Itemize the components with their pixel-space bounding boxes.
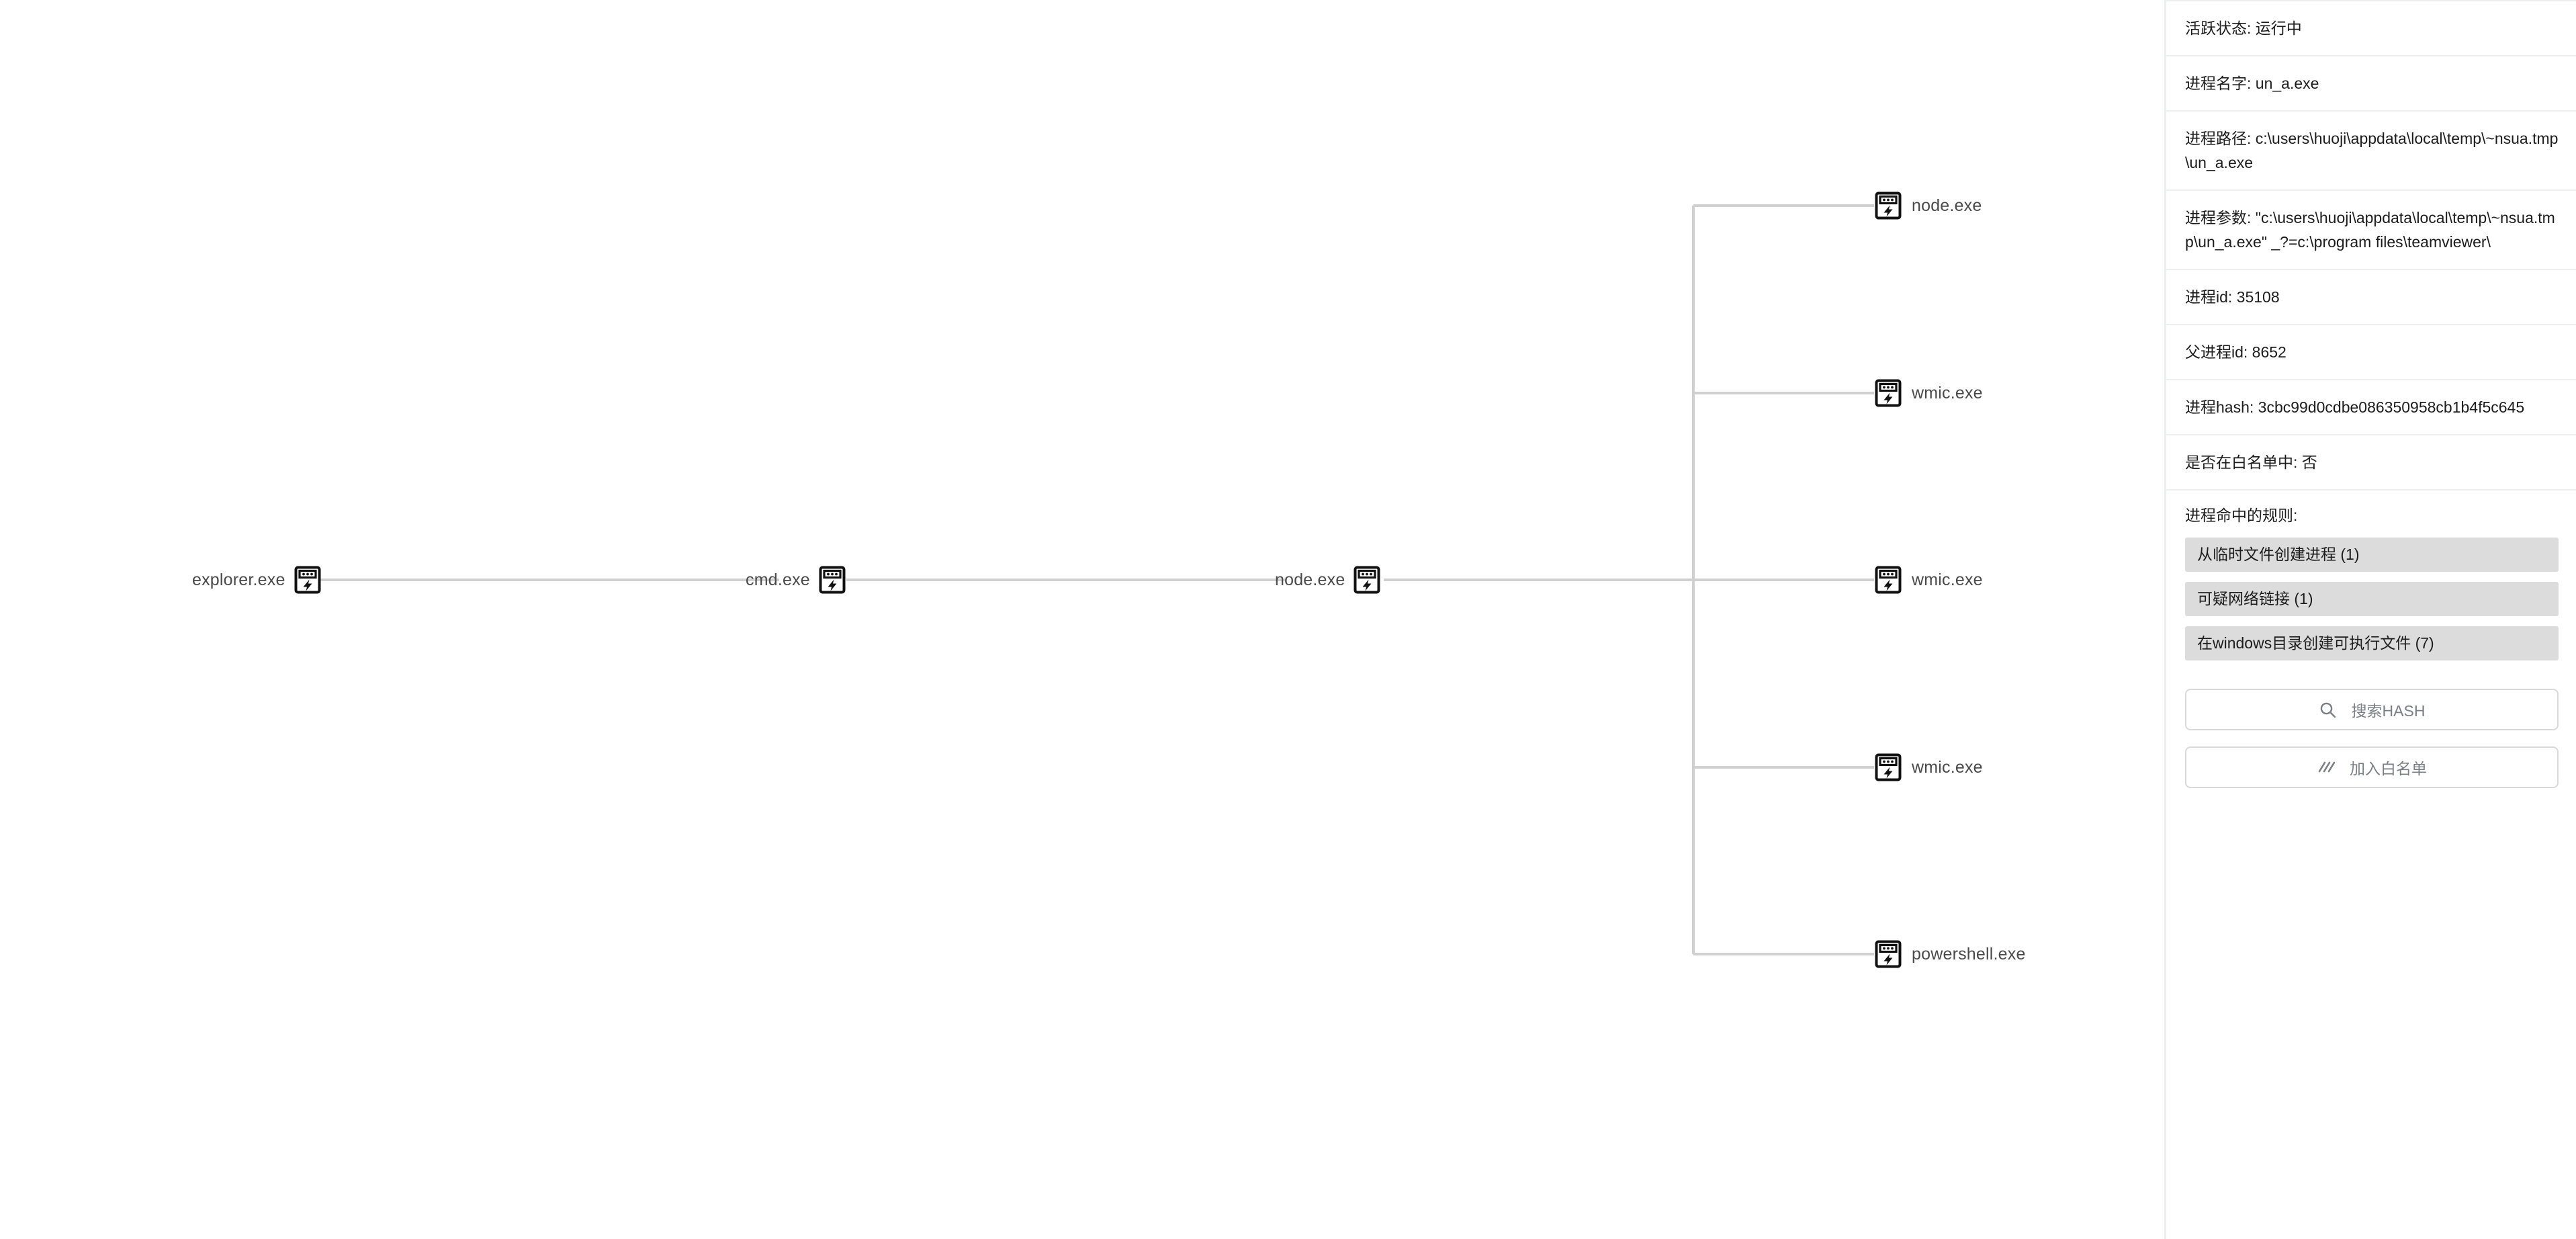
process-node-child-0[interactable]: node.exe xyxy=(1874,191,1982,220)
process-node-label: node.exe xyxy=(1912,196,1982,215)
detail-row-process-path: 进程路径: c:\users\huoji\appdata\local\temp\… xyxy=(2166,112,2576,191)
search-icon xyxy=(2319,701,2337,719)
app-window-lightning-icon xyxy=(1353,566,1381,594)
detail-row-process-args: 进程参数: "c:\users\huoji\appdata\local\temp… xyxy=(2166,191,2576,270)
process-node-explorer[interactable]: explorer.exe xyxy=(192,566,322,594)
app-window-lightning-icon xyxy=(818,566,846,594)
detail-row-process-name: 进程名字: un_a.exe xyxy=(2166,56,2576,112)
process-tree-canvas: explorer.exe cmd.exe xyxy=(192,191,2026,968)
detail-row-active-status: 活跃状态: 运行中 xyxy=(2166,0,2576,56)
process-node-label: powershell.exe xyxy=(1912,944,2026,964)
detail-row-text: 活跃状态: 运行中 xyxy=(2185,19,2302,37)
detail-row-text: 父进程id: 8652 xyxy=(2185,343,2286,361)
detail-row-process-hash: 进程hash: 3cbc99d0cdbe086350958cb1b4f5c645 xyxy=(2166,380,2576,435)
process-node-child-3[interactable]: wmic.exe xyxy=(1874,753,1983,781)
app-window-lightning-icon xyxy=(1874,191,1902,220)
app-window-lightning-icon xyxy=(294,566,322,594)
process-node-child-2[interactable]: wmic.exe xyxy=(1874,566,1983,594)
tree-connector-lines xyxy=(317,204,1874,955)
process-detail-panel: 活跃状态: 运行中 进程名字: un_a.exe 进程路径: c:\users\… xyxy=(2164,0,2576,1239)
process-node-label: node.exe xyxy=(1275,570,1345,589)
process-node-child-4[interactable]: powershell.exe xyxy=(1874,940,2026,968)
detail-row-text: 进程参数: "c:\users\huoji\appdata\local\temp… xyxy=(2185,209,2555,251)
process-node-label: cmd.exe xyxy=(746,570,810,589)
rule-tag-suspicious-network[interactable]: 可疑网络链接 (1) xyxy=(2185,582,2559,616)
search-hash-button[interactable]: 搜索HASH xyxy=(2185,689,2559,730)
process-node-cmd[interactable]: cmd.exe xyxy=(746,566,846,594)
process-node-child-1[interactable]: wmic.exe xyxy=(1874,379,1983,407)
detail-row-text: 是否在白名单中: 否 xyxy=(2185,454,2317,471)
panel-actions: 搜索HASH 加入白名单 xyxy=(2166,678,2576,788)
app-window-lightning-icon xyxy=(1874,379,1902,407)
app-window-lightning-icon xyxy=(1874,753,1902,781)
detail-row-matched-rules: 进程命中的规则: 从临时文件创建进程 (1) 可疑网络链接 (1) 在windo… xyxy=(2166,490,2576,678)
process-node-label: wmic.exe xyxy=(1912,383,1983,402)
detail-row-parent-process-id: 父进程id: 8652 xyxy=(2166,325,2576,380)
process-node-label: wmic.exe xyxy=(1912,570,1983,589)
add-to-whitelist-button[interactable]: 加入白名单 xyxy=(2185,746,2559,788)
rule-tag-temp-file-process[interactable]: 从临时文件创建进程 (1) xyxy=(2185,538,2559,572)
detail-row-text: 进程名字: un_a.exe xyxy=(2185,75,2319,92)
detail-row-process-id: 进程id: 35108 xyxy=(2166,270,2576,325)
search-hash-button-label: 搜索HASH xyxy=(2351,702,2426,720)
app-window-lightning-icon xyxy=(1874,566,1902,594)
app-window-lightning-icon xyxy=(1874,940,1902,968)
process-node-node-parent[interactable]: node.exe xyxy=(1275,566,1381,594)
rule-tag-windows-dir-executable[interactable]: 在windows目录创建可执行文件 (7) xyxy=(2185,626,2559,660)
detail-row-text: 进程路径: c:\users\huoji\appdata\local\temp\… xyxy=(2185,130,2559,171)
diagonal-stripes-icon xyxy=(2317,759,2335,777)
process-node-label: explorer.exe xyxy=(192,570,285,589)
add-to-whitelist-button-label: 加入白名单 xyxy=(2350,760,2427,777)
matched-rules-title: 进程命中的规则: xyxy=(2185,507,2298,524)
detail-row-whitelist-status: 是否在白名单中: 否 xyxy=(2166,435,2576,490)
detail-row-text: 进程hash: 3cbc99d0cdbe086350958cb1b4f5c645 xyxy=(2185,398,2525,416)
detail-row-text: 进程id: 35108 xyxy=(2185,288,2280,306)
process-node-label: wmic.exe xyxy=(1912,757,1983,777)
